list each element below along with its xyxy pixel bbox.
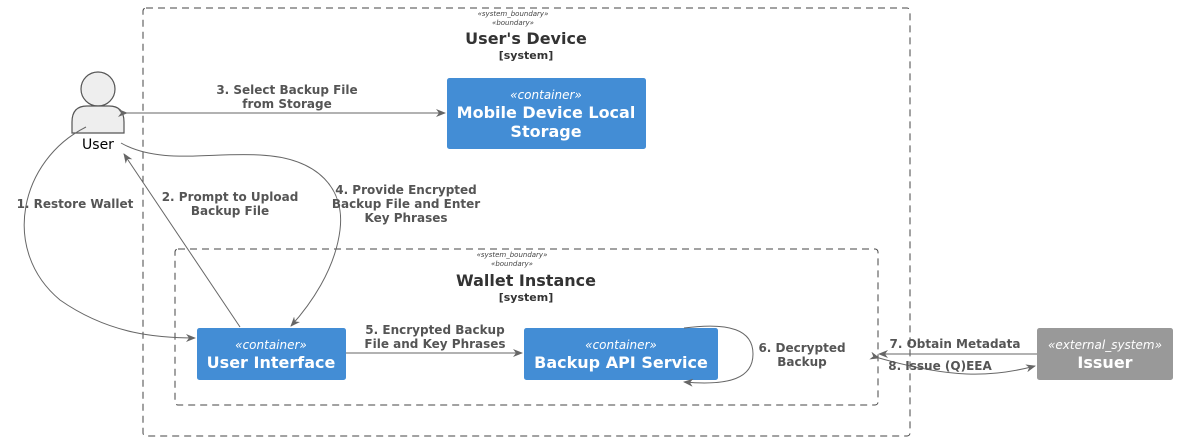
edge-2-label-line2: Backup File: [191, 204, 269, 218]
actor-head-icon: [80, 71, 116, 107]
edge-5-label-line2: File and Key Phrases: [364, 337, 505, 351]
node-ui-box: [197, 328, 346, 380]
edge-1-restore-wallet: 1. Restore Wallet: [17, 126, 196, 342]
boundary-users-device-title: User's Device: [465, 29, 587, 48]
node-issuer-box: [1037, 328, 1173, 380]
boundary-wallet-instance-stereotype-1: «system_boundary»: [477, 251, 548, 259]
node-issuer[interactable]: «external_system» Issuer: [1037, 328, 1173, 380]
edge-4-provide-encrypted: 4. Provide Encrypted Backup File and Ent…: [120, 142, 480, 327]
boundary-users-device: «system_boundary» «boundary» User's Devi…: [142, 7, 911, 437]
edge-6-label-line1: 6. Decrypted: [758, 341, 845, 355]
node-backup-api-box: [524, 328, 718, 380]
node-issuer-stereotype: «external_system»: [1048, 338, 1162, 352]
boundary-users-device-stereotype-2: «boundary»: [492, 19, 534, 27]
edge-5-encrypted-backup: 5. Encrypted Backup File and Key Phrases: [346, 323, 523, 357]
boundary-wallet-instance-title: Wallet Instance: [456, 271, 596, 290]
edge-4-line: [120, 142, 342, 327]
node-ui-title: User Interface: [207, 353, 336, 372]
actor-user-label: User: [82, 137, 114, 153]
node-issuer-title: Issuer: [1077, 353, 1132, 372]
node-mobile-device-local-storage[interactable]: «container» Mobile Device Local Storage: [447, 78, 646, 149]
node-backup-api-title: Backup API Service: [534, 353, 708, 372]
edge-4-label-line3: Key Phrases: [364, 211, 447, 225]
edge-1-label: 1. Restore Wallet: [17, 197, 134, 211]
node-storage-title-line1: Mobile Device Local: [457, 103, 636, 122]
boundary-wallet-instance-frame: [174, 248, 879, 406]
edge-5-label-line1: 5. Encrypted Backup: [365, 323, 505, 337]
edge-3-label-line2: from Storage: [242, 97, 331, 111]
edge-3-label-line1: 3. Select Backup File: [216, 83, 357, 97]
node-backup-api-stereotype: «container»: [585, 338, 657, 352]
edge-8-label: 8. Issue (Q)EEA: [888, 359, 992, 373]
boundary-users-device-type: [system]: [499, 49, 554, 62]
edge-2-label-line1: 2. Prompt to Upload: [162, 190, 299, 204]
edge-4-label-line2: Backup File and Enter: [332, 197, 480, 211]
edge-3-select-backup: 3. Select Backup File from Storage: [118, 83, 446, 117]
boundary-users-device-frame: [142, 7, 911, 437]
edge-1-line: [23, 126, 196, 342]
edge-6-line: [683, 325, 754, 387]
boundary-wallet-instance: «system_boundary» «boundary» Wallet Inst…: [174, 248, 879, 406]
edge-6-label-line2: Backup: [777, 355, 827, 369]
edge-6-decrypted-backup: 6. Decrypted Backup: [683, 325, 846, 387]
boundary-users-device-stereotype-1: «system_boundary»: [478, 10, 549, 18]
actor-user[interactable]: User: [71, 71, 125, 153]
node-storage-box: [447, 78, 646, 149]
node-backup-api-service[interactable]: «container» Backup API Service: [524, 328, 718, 380]
edge-2-line: [123, 153, 241, 328]
node-ui-stereotype: «container»: [235, 338, 307, 352]
edge-2-prompt-upload: 2. Prompt to Upload Backup File: [123, 153, 299, 328]
node-user-interface[interactable]: «container» User Interface: [197, 328, 346, 380]
edge-7-obtain-metadata: 7. Obtain Metadata: [878, 337, 1037, 358]
boundary-wallet-instance-stereotype-2: «boundary»: [491, 260, 533, 268]
actor-body-icon: [71, 105, 125, 134]
edge-8-issue-qeea: 8. Issue (Q)EEA: [869, 351, 1036, 375]
node-storage-title-line2: Storage: [510, 122, 581, 141]
edge-4-label-line1: 4. Provide Encrypted: [335, 183, 477, 197]
edge-8-line: [869, 351, 1036, 375]
node-storage-stereotype: «container»: [510, 88, 582, 102]
boundary-wallet-instance-type: [system]: [499, 291, 554, 304]
edge-7-label: 7. Obtain Metadata: [890, 337, 1021, 351]
